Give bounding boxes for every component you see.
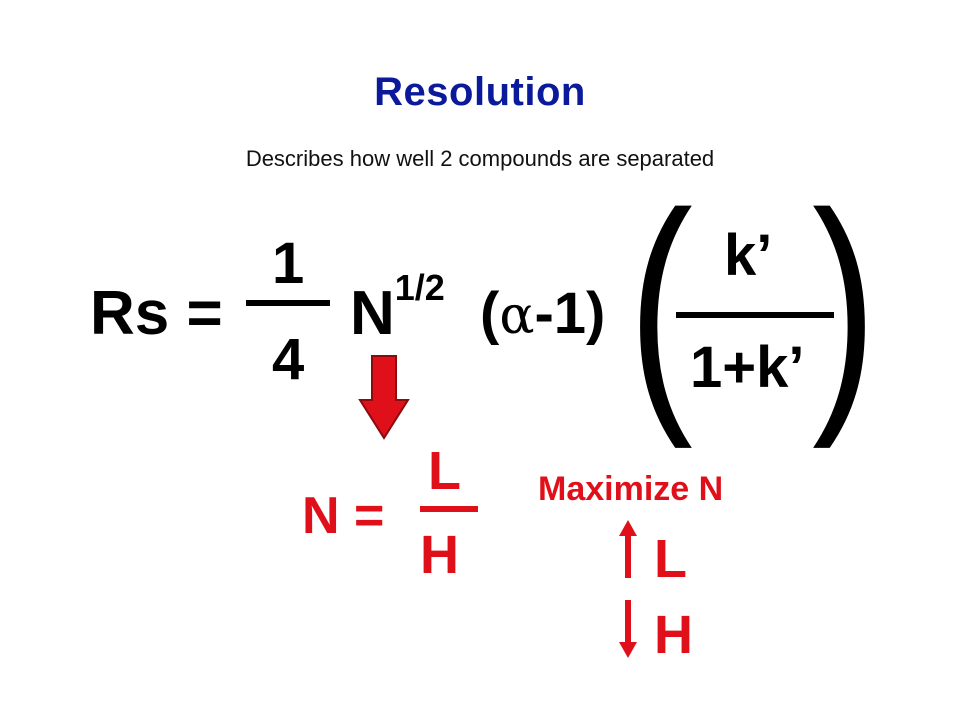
fraction-one-bar	[246, 300, 330, 306]
slide-title: Resolution	[374, 70, 586, 114]
fraction-one-denominator: 4	[272, 327, 305, 392]
slide-subtitle: Describes how well 2 compounds are separ…	[245, 146, 715, 171]
alpha-open-paren: (	[480, 281, 500, 346]
alpha-symbol: α	[499, 286, 535, 346]
maximize-h: H	[654, 605, 693, 665]
n-equals: N =	[302, 487, 385, 545]
big-right-paren: )	[812, 160, 877, 450]
up-arrow-icon	[619, 520, 637, 578]
fraction-k-bar	[676, 312, 834, 318]
fraction-k-numerator: k’	[724, 223, 773, 288]
n-base: N	[350, 279, 395, 348]
plate-fraction-denominator: H	[420, 525, 459, 585]
plate-fraction-numerator: L	[428, 441, 461, 501]
fraction-k-denominator: 1+k’	[690, 335, 805, 400]
maximize-label: Maximize N	[538, 470, 724, 508]
fraction-one-numerator: 1	[272, 231, 305, 296]
n-term: N1/2	[350, 267, 445, 349]
maximize-l: L	[654, 529, 687, 589]
red-down-arrow-icon	[358, 355, 410, 440]
rs-lhs: Rs =	[90, 279, 223, 348]
n-exponent: 1/2	[394, 267, 445, 309]
alpha-minus-one: -1)	[534, 281, 606, 346]
big-left-paren: (	[628, 160, 693, 450]
plate-fraction-bar	[420, 506, 478, 512]
alpha-term: (α-1)	[480, 280, 605, 347]
down-arrow-icon	[619, 600, 637, 658]
